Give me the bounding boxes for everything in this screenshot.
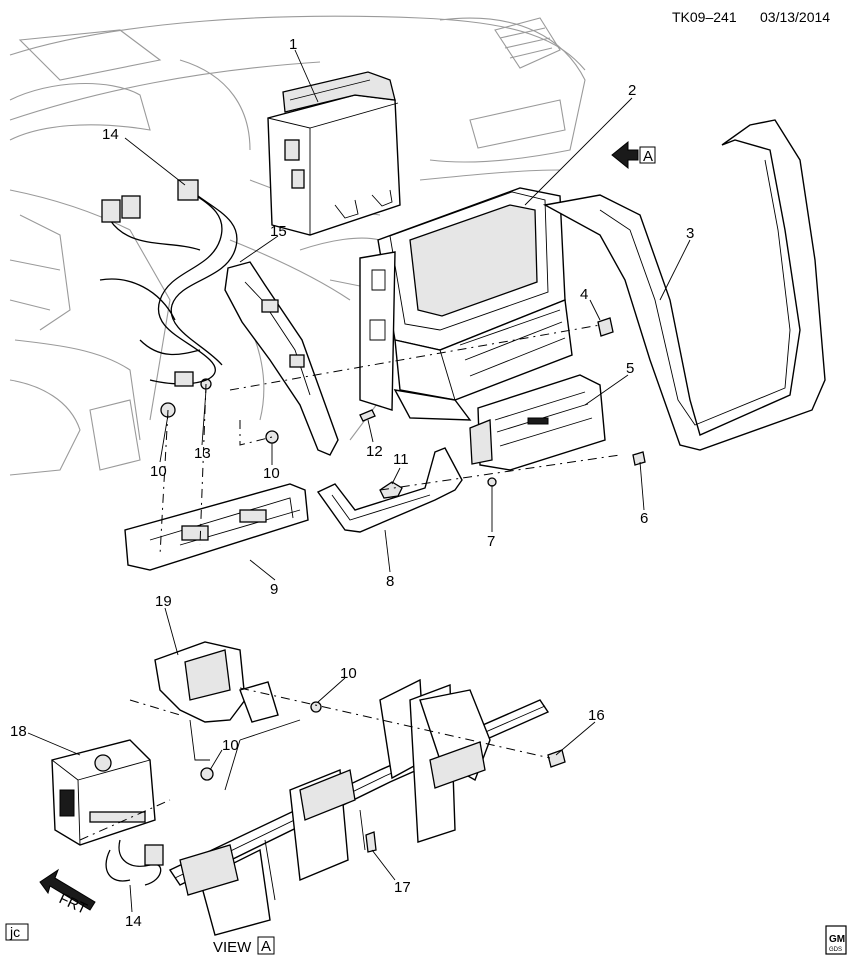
- callout-15: 15: [270, 223, 287, 240]
- part-19-bracket: [154, 641, 279, 761]
- callout-14-lower: 14: [125, 913, 142, 930]
- part-14-harness-upper: [99, 179, 238, 387]
- artist-tag: jc: [5, 923, 29, 941]
- callout-8: 8: [386, 573, 394, 590]
- callout-17: 17: [394, 879, 411, 896]
- part-11-bolt: [379, 481, 403, 499]
- part-10-nut: [160, 402, 279, 444]
- callout-6: 6: [640, 510, 648, 527]
- callout-12: 12: [366, 443, 383, 460]
- part-6-clip: [632, 451, 646, 466]
- gm-logo: GM GDS: [825, 925, 847, 955]
- part-7-screw: [487, 477, 497, 487]
- diagram-date: 03/13/2014: [760, 9, 830, 25]
- view-label-prefix: VIEW: [213, 939, 252, 956]
- part-12-screw: [359, 409, 376, 422]
- callout-5: 5: [626, 360, 634, 377]
- part-15-bracket: [224, 261, 339, 456]
- frt-label: FRT: [56, 890, 89, 918]
- part-17-bolt: [365, 831, 377, 853]
- part-3-trim-bezel: [542, 119, 826, 451]
- assembly-lines-lower: [79, 687, 551, 841]
- part-18-module: [51, 739, 156, 846]
- callout-10-b: 10: [263, 465, 280, 482]
- part-16-bolt: [547, 749, 566, 768]
- assembly-lines-upper: [159, 324, 621, 556]
- callout-3: 3: [686, 225, 694, 242]
- gm-logo-text: GM: [829, 934, 845, 945]
- part-8-bracket: [316, 447, 463, 533]
- callout-19: 19: [155, 593, 172, 610]
- view-a-arrow: A: [611, 140, 656, 170]
- leader-lines: [27, 49, 691, 913]
- callout-13: 13: [194, 445, 211, 462]
- callout-18: 18: [10, 723, 27, 740]
- view-a-label: VIEW A: [213, 936, 275, 956]
- callout-9: 9: [270, 581, 278, 598]
- part-9-module: [124, 483, 309, 571]
- arrow-a-label: A: [643, 148, 653, 165]
- part-1-module: [267, 71, 401, 236]
- view-label-boxed: A: [261, 938, 271, 955]
- artist-tag-text: jc: [9, 924, 20, 940]
- callout-11: 11: [393, 451, 409, 468]
- part-2-display-assembly: [359, 187, 573, 421]
- front-direction-arrow: FRT: [39, 868, 96, 918]
- callout-2: 2: [628, 82, 636, 99]
- callout-16: 16: [588, 707, 605, 724]
- callout-10-a: 10: [150, 463, 167, 480]
- gm-logo-sub: GDS: [829, 947, 842, 953]
- part-5-control-panel: [469, 374, 606, 471]
- cross-car-beam: [168, 678, 550, 936]
- diagram-reference: TK09–241: [672, 9, 737, 25]
- part-14-harness-lower: [105, 839, 164, 886]
- part-4-clip: [597, 317, 614, 337]
- callout-1: 1: [289, 36, 297, 53]
- callout-7: 7: [487, 533, 495, 550]
- callout-4: 4: [580, 286, 588, 303]
- callout-10-c: 10: [340, 665, 357, 682]
- callout-14-upper: 14: [102, 126, 119, 143]
- callout-labels: 1 2 3 4 5 6 7 8 9 10 10 11 12 13 14 15 1…: [10, 36, 694, 930]
- part-10-nut-lower: [200, 701, 322, 781]
- callout-10-d: 10: [222, 737, 239, 754]
